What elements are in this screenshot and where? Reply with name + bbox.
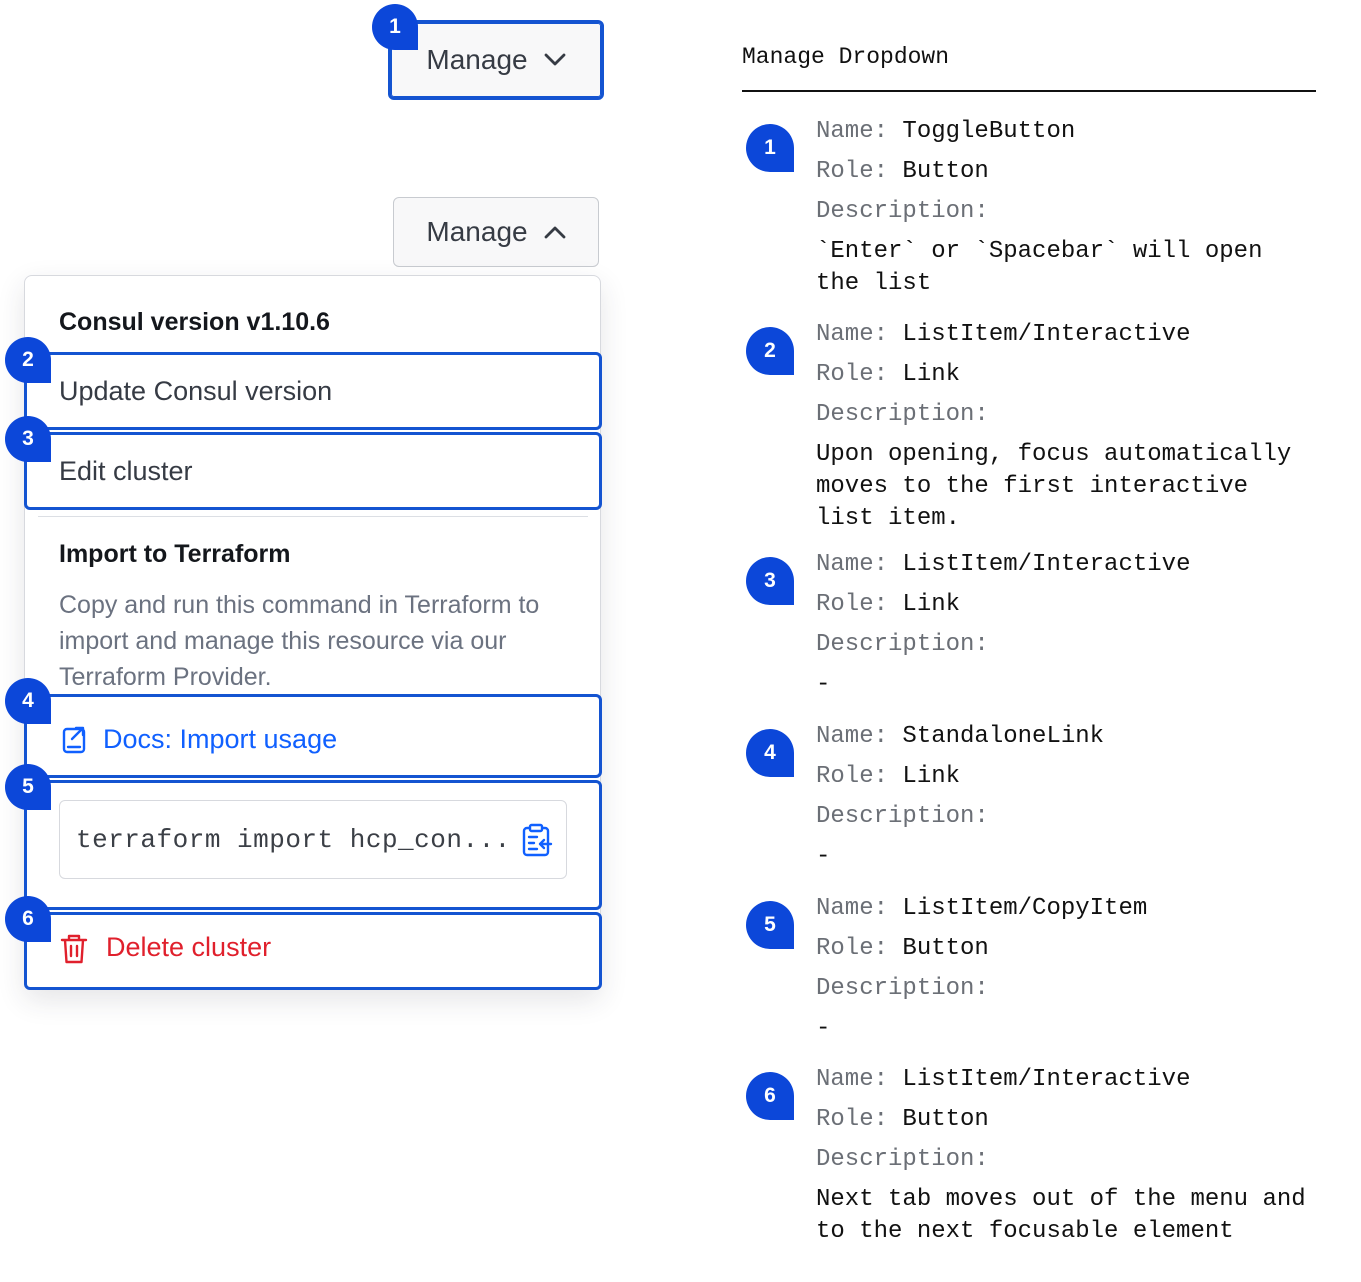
doc-description-text: -	[816, 1015, 831, 1042]
edit-cluster-label: Edit cluster	[59, 456, 193, 486]
doc-badge-3: 3	[746, 557, 794, 605]
doc-role-row: Role: Link	[816, 355, 1316, 395]
doc-role-row-key: Role:	[816, 591, 889, 618]
menu-separator	[38, 516, 588, 517]
doc-role-row-key: Role:	[816, 1106, 889, 1133]
doc-description-text: Next tab moves out of the menu and to th…	[816, 1186, 1306, 1245]
delete-cluster-item[interactable]	[24, 912, 602, 990]
doc-description-text: `Enter` or `Spacebar` will open the list	[816, 238, 1263, 297]
doc-description-row-key: Description:	[816, 198, 989, 225]
doc-name-row: Name: ListItem/Interactive	[816, 1060, 1316, 1100]
doc-divider	[742, 90, 1316, 92]
doc-name-row-key: Name:	[816, 723, 889, 750]
doc-name-row-value: ListItem/Interactive	[902, 1066, 1191, 1093]
chevron-up-icon	[544, 225, 566, 239]
doc-role-row: Role: Button	[816, 1100, 1316, 1140]
trash-icon	[60, 933, 88, 970]
doc-name-row-key: Name:	[816, 551, 889, 578]
doc-name-row-key: Name:	[816, 321, 889, 348]
doc-description-row: Description:	[816, 625, 1316, 665]
doc-role-row: Role: Button	[816, 929, 1316, 969]
annotation-badge-3: 3	[5, 416, 51, 462]
annotation-badge-5: 5	[5, 764, 51, 810]
doc-role-row: Role: Link	[816, 585, 1316, 625]
doc-description-row-key: Description:	[816, 401, 989, 428]
doc-role-row: Role: Link	[816, 757, 1316, 797]
doc-role-row-key: Role:	[816, 158, 889, 185]
manage-toggle-button-closed[interactable]: Manage	[388, 20, 604, 100]
external-link-icon	[62, 726, 88, 759]
chevron-down-icon	[544, 53, 566, 67]
manage-toggle-label: Manage	[426, 44, 528, 75]
doc-description-row-key: Description:	[816, 1146, 989, 1173]
doc-name-row-key: Name:	[816, 118, 889, 145]
doc-description-row-key: Description:	[816, 975, 989, 1002]
doc-name-row: Name: ListItem/Interactive	[816, 315, 1316, 355]
doc-description-row: Description:	[816, 797, 1316, 837]
doc-description-text: -	[816, 671, 831, 698]
doc-description-text: -	[816, 843, 831, 870]
doc-name-row-key: Name:	[816, 895, 889, 922]
consul-version-title: Consul version v1.10.6	[59, 308, 330, 336]
doc-badge-6: 6	[746, 1072, 794, 1120]
doc-role-row-key: Role:	[816, 763, 889, 790]
doc-name-row-key: Name:	[816, 1066, 889, 1093]
doc-description-row-key: Description:	[816, 803, 989, 830]
doc-description-row: Description:	[816, 192, 1316, 232]
doc-role-row-value: Button	[902, 1106, 989, 1133]
doc-role-row: Role: Button	[816, 152, 1316, 192]
doc-description-text: Upon opening, focus automatically moves …	[816, 441, 1292, 532]
import-description: Copy and run this command in Terraform t…	[59, 591, 540, 691]
doc-description-row: Description:	[816, 969, 1316, 1009]
copy-command-text: terraform import hcp_con...	[76, 825, 511, 855]
copy-command-field[interactable]: terraform import hcp_con...	[59, 800, 567, 879]
doc-badge-5: 5	[746, 901, 794, 949]
docs-import-usage-item[interactable]	[24, 694, 602, 778]
doc-badge-1: 1	[746, 124, 794, 172]
doc-name-row-value: StandaloneLink	[902, 723, 1105, 750]
doc-badge-2: 2	[746, 327, 794, 375]
manage-toggle-label: Manage	[426, 216, 528, 247]
doc-description-row: Description:	[816, 395, 1316, 435]
doc-name-row-value: ListItem/CopyItem	[902, 895, 1148, 922]
doc-role-row-key: Role:	[816, 361, 889, 388]
doc-badge-4: 4	[746, 729, 794, 777]
docs-import-usage-link[interactable]: Docs: Import usage	[103, 724, 338, 754]
doc-heading: Manage Dropdown	[742, 44, 950, 70]
clipboard-copy-icon[interactable]	[521, 823, 553, 862]
annotation-badge-4: 4	[5, 678, 51, 724]
doc-name-row: Name: StandaloneLink	[816, 717, 1316, 757]
manage-toggle-button-open[interactable]: Manage	[393, 197, 599, 267]
doc-name-row: Name: ListItem/Interactive	[816, 545, 1316, 585]
doc-role-row-value: Link	[902, 763, 961, 790]
doc-name-row-value: ToggleButton	[902, 118, 1076, 145]
doc-name-row-value: ListItem/Interactive	[902, 321, 1191, 348]
doc-description-row-key: Description:	[816, 631, 989, 658]
doc-role-row-value: Link	[902, 361, 961, 388]
annotation-badge-2: 2	[5, 337, 51, 383]
doc-role-row-value: Link	[902, 591, 961, 618]
import-terraform-title: Import to Terraform	[59, 540, 291, 568]
doc-role-row-value: Button	[902, 935, 989, 962]
annotation-badge-6: 6	[5, 896, 51, 942]
doc-role-row-value: Button	[902, 158, 989, 185]
doc-name-row-value: ListItem/Interactive	[902, 551, 1191, 578]
annotation-badge-1: 1	[372, 4, 418, 50]
doc-description-row: Description:	[816, 1140, 1316, 1180]
edit-cluster-item[interactable]	[24, 432, 602, 510]
doc-role-row-key: Role:	[816, 935, 889, 962]
update-consul-version-label: Update Consul version	[59, 376, 333, 406]
doc-name-row: Name: ListItem/CopyItem	[816, 889, 1316, 929]
doc-name-row: Name: ToggleButton	[816, 112, 1316, 152]
delete-cluster-label: Delete cluster	[106, 932, 272, 962]
update-consul-version-item[interactable]	[24, 352, 602, 430]
